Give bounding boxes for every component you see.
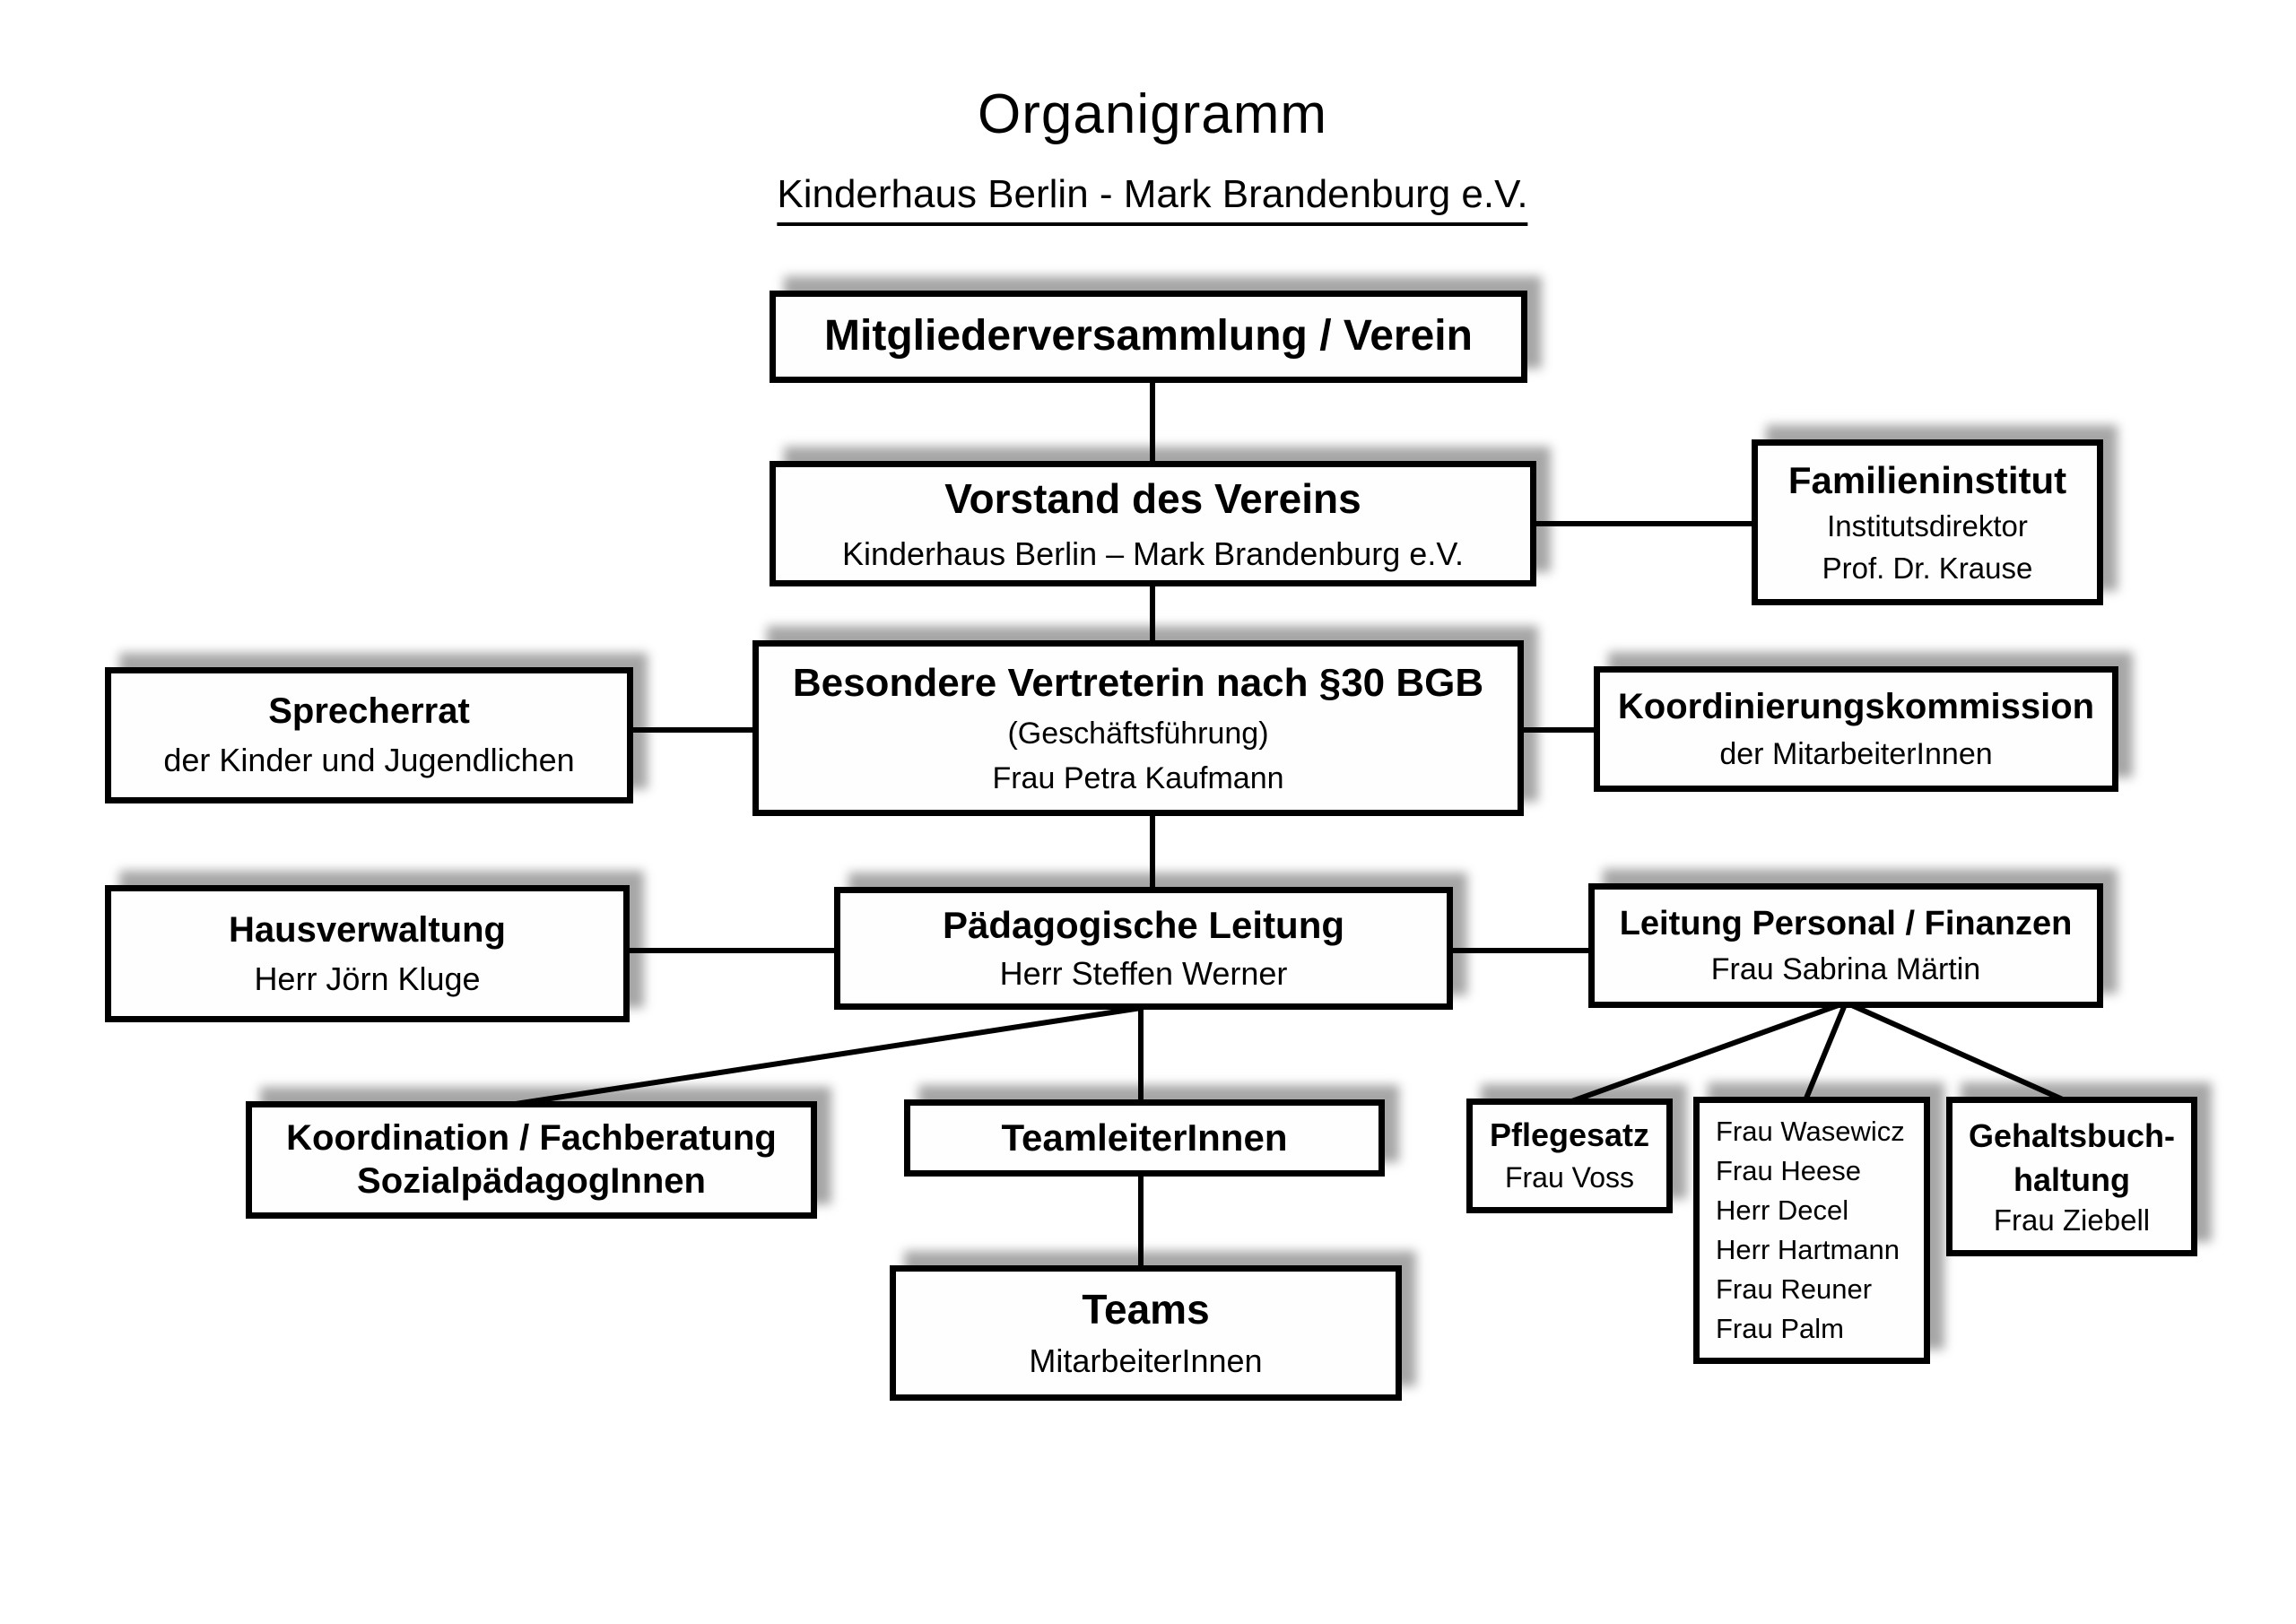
personal-list: Frau Wasewicz Frau Heese Herr Decel Herr… — [1700, 1112, 1905, 1349]
node-title-line2: SozialpädagogInnen — [357, 1160, 706, 1201]
node-title: Mitgliederversammlung / Verein — [824, 312, 1473, 360]
node-besondere-vertreterin: Besondere Vertreterin nach §30 BGB (Gesc… — [752, 640, 1524, 816]
list-item: Herr Hartmann — [1716, 1234, 1900, 1265]
node-koordination-fachberatung: Koordination / Fachberatung Sozialpädago… — [246, 1101, 817, 1219]
node-subtitle: Kinderhaus Berlin – Mark Brandenburg e.V… — [841, 534, 1465, 572]
list-item: Herr Decel — [1716, 1194, 1849, 1226]
node-title: Leitung Personal / Finanzen — [1619, 905, 2073, 943]
node-title-line2: haltung — [2013, 1160, 2130, 1198]
page-title: Organigramm — [978, 83, 1327, 145]
node-gehaltsbuchhaltung: Gehaltsbuch- haltung Frau Ziebell — [1946, 1097, 2197, 1256]
connector-leitung-gehalt — [1844, 1000, 2066, 1103]
node-title: Koordinierungskommission — [1617, 687, 2095, 727]
node-subtitle: MitarbeiterInnen — [1029, 1342, 1263, 1380]
node-title: Pädagogische Leitung — [942, 904, 1345, 947]
node-paedagogische-leitung: Pädagogische Leitung Herr Steffen Werner — [834, 887, 1453, 1010]
list-item: Frau Heese — [1716, 1155, 1861, 1186]
node-teamleiterinnen: TeamleiterInnen — [904, 1099, 1385, 1177]
node-pflegesatz: Pflegesatz Frau Voss — [1466, 1099, 1673, 1213]
node-koordinierungskommission: Koordinierungskommission der Mitarbeiter… — [1594, 666, 2118, 792]
list-item: Frau Palm — [1716, 1313, 1844, 1344]
node-familieninstitut: Familieninstitut Institutsdirektor Prof.… — [1752, 439, 2103, 605]
node-subtitle: der MitarbeiterInnen — [1719, 736, 1993, 771]
connector-leitung-pflegesatz — [1568, 1000, 1848, 1105]
node-title-line1: Koordination / Fachberatung — [286, 1118, 777, 1159]
node-title: Familieninstitut — [1787, 458, 2067, 501]
node-title: TeamleiterInnen — [1001, 1116, 1288, 1159]
node-personal-liste: Frau Wasewicz Frau Heese Herr Decel Herr… — [1693, 1097, 1930, 1364]
node-role: (Geschäftsführung) — [1007, 716, 1269, 751]
node-vorstand: Vorstand des Vereins Kinderhaus Berlin –… — [770, 461, 1536, 586]
node-title: Teams — [1082, 1286, 1210, 1333]
node-person: Frau Petra Kaufmann — [992, 760, 1284, 795]
list-item: Frau Wasewicz — [1716, 1116, 1905, 1147]
node-mitgliederversammlung: Mitgliederversammlung / Verein — [770, 291, 1527, 383]
node-person: Frau Sabrina Märtin — [1710, 951, 1981, 986]
node-title: Sprecherrat — [268, 691, 470, 732]
connector-leitung-personal-liste — [1803, 1001, 1848, 1102]
node-title-line1: Gehaltsbuch- — [1968, 1116, 2176, 1154]
node-leitung-personal-finanzen: Leitung Personal / Finanzen Frau Sabrina… — [1588, 883, 2103, 1008]
connector-paed-koordination — [515, 1005, 1142, 1107]
page-subtitle: Kinderhaus Berlin - Mark Brandenburg e.V… — [777, 172, 1528, 226]
list-item: Frau Reuner — [1716, 1273, 1873, 1305]
node-title: Pflegesatz — [1489, 1116, 1650, 1153]
node-title: Vorstand des Vereins — [944, 474, 1361, 522]
node-title: Besondere Vertreterin nach §30 BGB — [792, 660, 1484, 705]
node-title: Hausverwaltung — [229, 909, 506, 950]
node-person: Herr Jörn Kluge — [254, 960, 481, 997]
node-person: Herr Steffen Werner — [999, 955, 1288, 993]
node-person: Frau Ziebell — [1993, 1203, 2151, 1237]
node-person: Prof. Dr. Krause — [1822, 551, 2033, 586]
node-role: Institutsdirektor — [1827, 509, 2028, 543]
node-hausverwaltung: Hausverwaltung Herr Jörn Kluge — [105, 885, 630, 1022]
node-person: Frau Voss — [1504, 1161, 1635, 1194]
node-subtitle: der Kinder und Jugendlichen — [163, 742, 575, 779]
node-sprecherrat: Sprecherrat der Kinder und Jugendlichen — [105, 667, 633, 803]
node-teams: Teams MitarbeiterInnen — [890, 1265, 1402, 1401]
